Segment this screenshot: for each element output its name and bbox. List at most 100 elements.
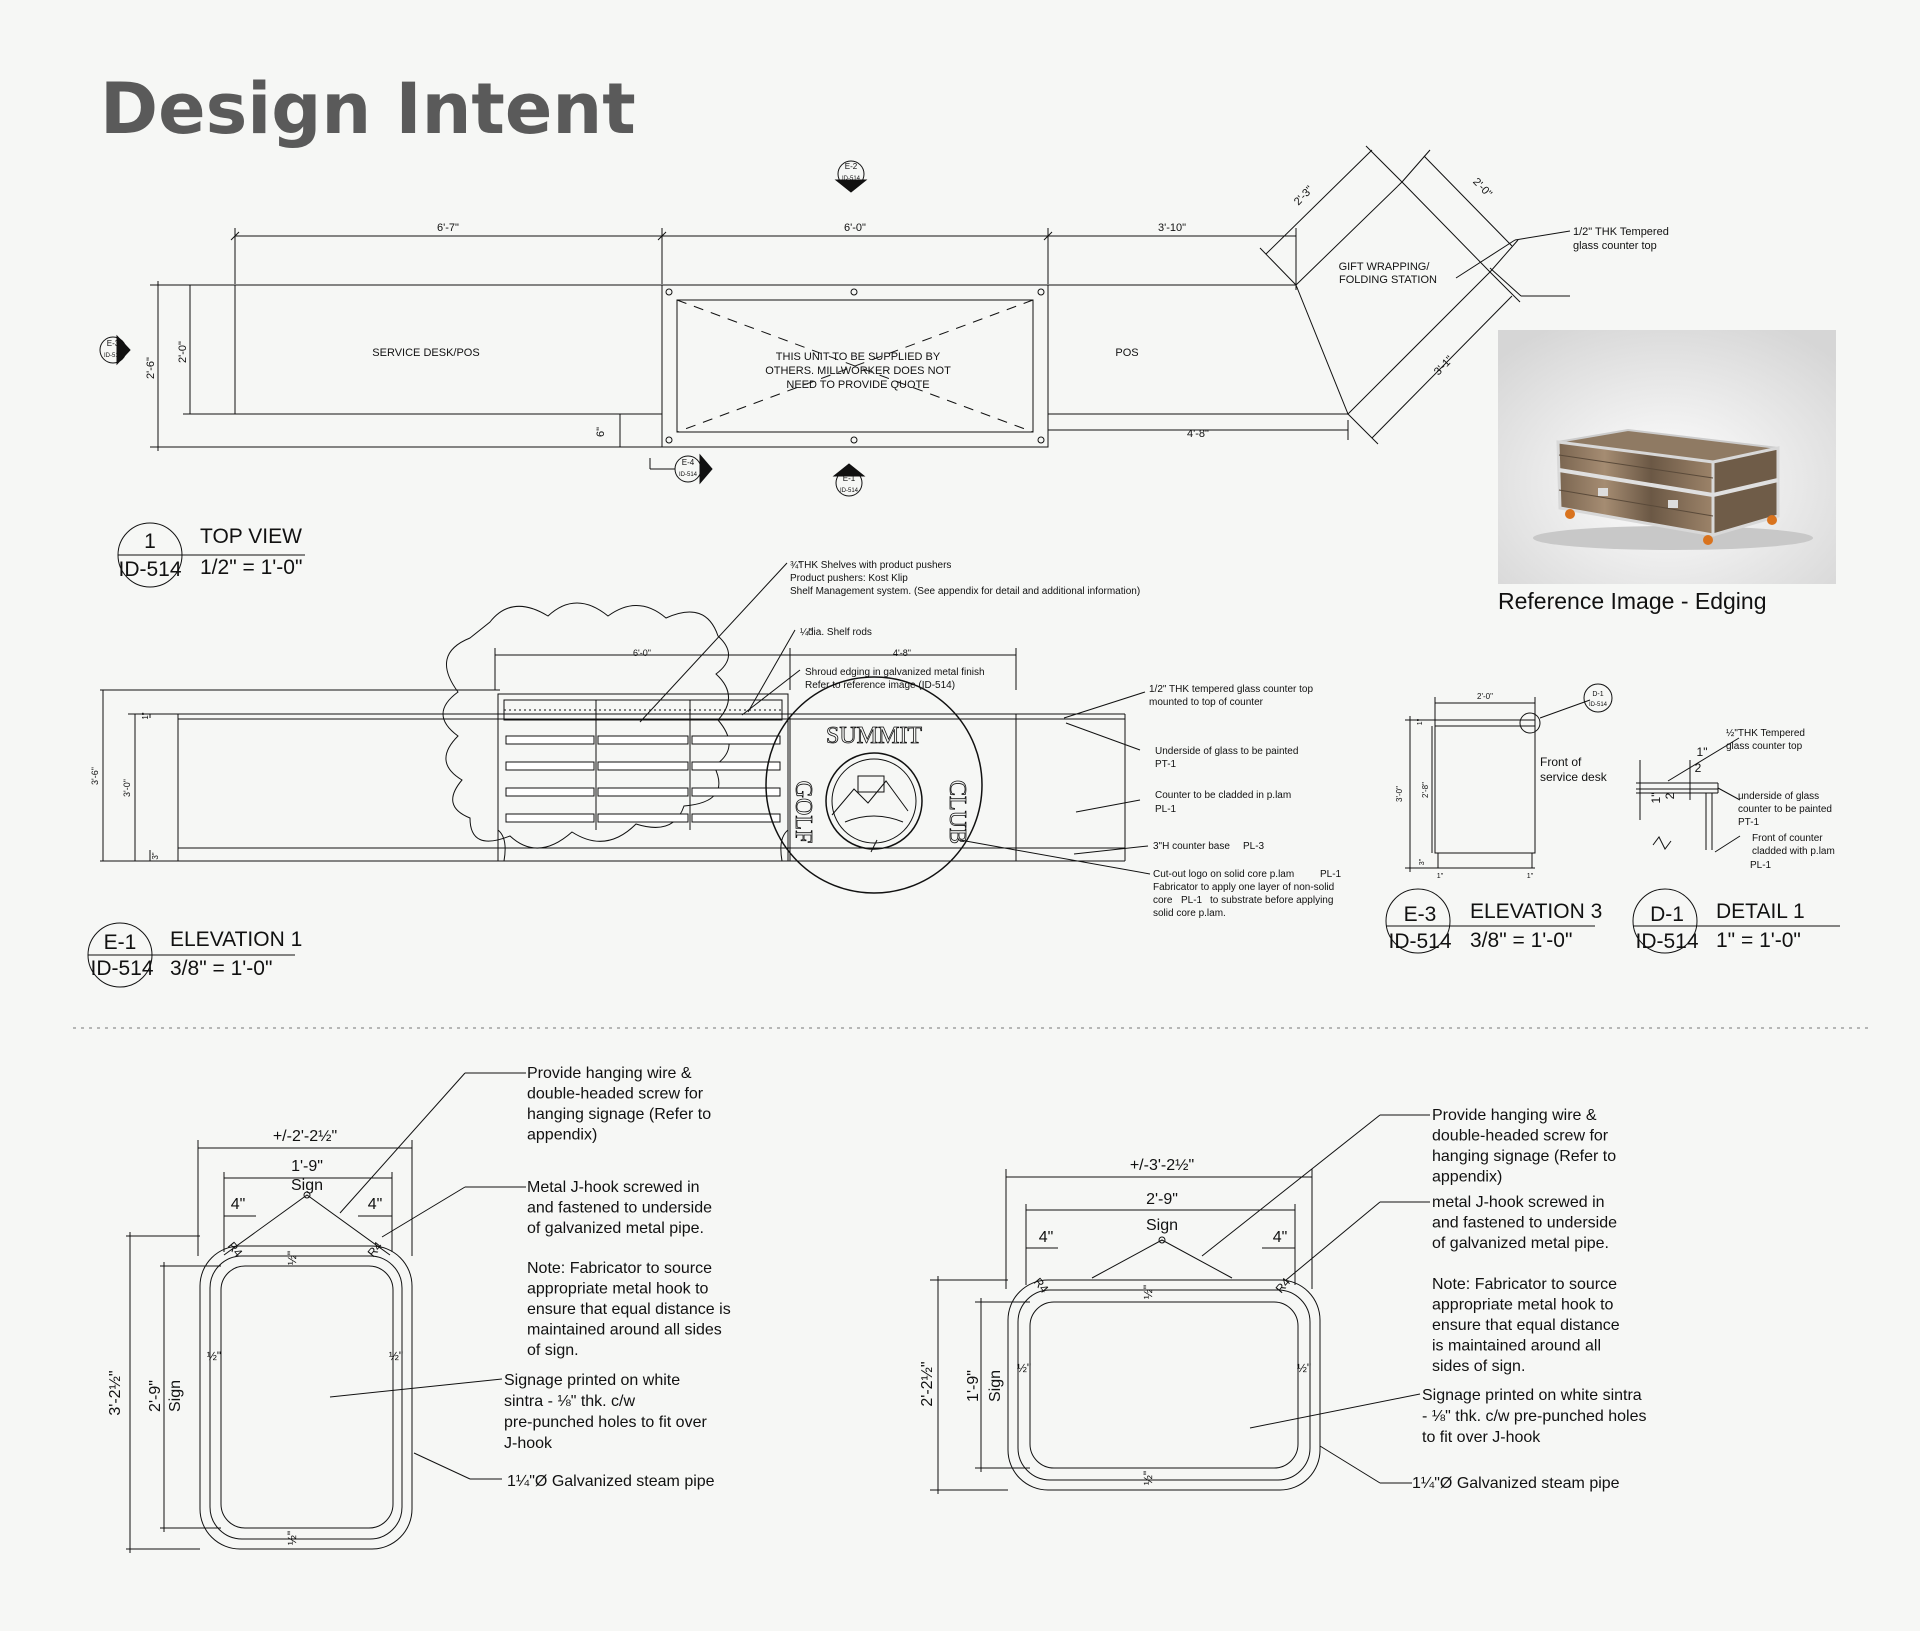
elev1-dim-w2: 4'-8" — [893, 648, 911, 658]
detail1-title: DETAIL 1 — [1716, 900, 1805, 923]
elev1-cut-4: solid core p.lam. — [1153, 908, 1226, 919]
sign-right-note-sintra-line: - ⅛" thk. c/w pre-punched holes — [1422, 1408, 1646, 1425]
detail1-dim-3: 1" — [1649, 793, 1663, 804]
elev1-dim-h3: 1" — [141, 712, 150, 719]
shelf — [505, 735, 595, 745]
top-view-title: TOP VIEW — [200, 525, 302, 548]
sign-right-note-wire-line: appendix) — [1432, 1169, 1502, 1186]
shelf — [691, 813, 781, 823]
dim-top-9: 4'-8" — [1187, 428, 1209, 440]
elev1-rods: dia. Shelf rods — [808, 627, 872, 638]
marker-e1: E-1 — [843, 474, 856, 483]
sign-right-note-sintra-line: to fit over J-hook — [1422, 1429, 1541, 1446]
sign-left-note-source-line: appropriate metal hook to — [527, 1281, 709, 1298]
sign-right-note-hook-line: metal J-hook screwed in — [1432, 1194, 1605, 1211]
sign-left-note-source-line: maintained around all sides — [527, 1322, 722, 1339]
shelf — [597, 813, 689, 823]
elev3-dim-h2: 2'-8" — [1421, 782, 1430, 798]
elev3-note-1: Front of — [1540, 755, 1582, 769]
elev1-shroud-2: Refer to reference image (ID-514) — [805, 680, 955, 691]
elev1-cut-tag: PL-1 — [1320, 869, 1342, 880]
elev1-dim-h2: 3'-0" — [122, 779, 132, 797]
top-view-callout-sheet: ID-514 — [118, 558, 181, 581]
sign-left-note-wire-line: hanging signage (Refer to — [527, 1106, 711, 1123]
top-view-callout-number: 1 — [144, 530, 156, 553]
dim-top-8: 6" — [595, 427, 607, 437]
sign-left-overall-w: +/-2'-2½" — [273, 1128, 337, 1145]
elev1-glass-2: mounted to top of counter — [1149, 697, 1264, 708]
elev3-callout-number: E-3 — [1404, 903, 1437, 926]
sign-left-gap-r: 4" — [368, 1196, 383, 1213]
elev1-base-tag: PL-3 — [1243, 841, 1265, 852]
dim-top-7: 2'-6" — [145, 357, 157, 379]
detail1-paint-1: underside of glass — [1738, 791, 1819, 802]
elev1-cut-1: Cut-out logo on solid core p.lam — [1153, 869, 1294, 880]
detail1-scale: 1" = 1'-0" — [1716, 929, 1801, 952]
shelf — [691, 787, 781, 797]
marker-d1-sheet: ID-514 — [1589, 702, 1608, 708]
sign-left-note-wire-line: appendix) — [527, 1127, 597, 1144]
sign-right-note-source-line: Note: Fabricator to source — [1432, 1276, 1617, 1293]
elev1-shelves-frac: ¾" — [790, 560, 802, 571]
elev1-cut-3b: to substrate before applying — [1210, 895, 1333, 906]
sign-left-note-sintra-line: sintra - ⅛" thk. c/w — [504, 1393, 635, 1410]
dim-top-10: 3'-1" — [1432, 354, 1456, 378]
sign-left-note-sintra-line: J-hook — [504, 1435, 553, 1452]
dim-top-3: 3'-10" — [1158, 222, 1186, 234]
elev3-note-2: service desk — [1540, 770, 1608, 784]
shelf — [691, 761, 781, 771]
sign-right-sign-label: Sign — [1146, 1217, 1178, 1234]
sign-right-note-sintra-line: Signage printed on white sintra — [1422, 1387, 1642, 1404]
sign-left-note-sintra-line: Signage printed on white — [504, 1372, 680, 1389]
sign-left-sign-label-v: Sign — [167, 1380, 184, 1412]
sign-right-gap-l: 4" — [1039, 1229, 1054, 1246]
unit-note-line-1: THIS UNIT TO BE SUPPLIED BY — [776, 351, 941, 363]
detail1-paint-tag: PT-1 — [1738, 817, 1760, 828]
sign-left-gap-l: 4" — [231, 1196, 246, 1213]
elev3-dim-h3: 1" — [1417, 718, 1424, 725]
detail1-callout-sheet: ID-514 — [1635, 930, 1698, 953]
elev1-glass-1: 1/2" THK tempered glass counter top — [1149, 684, 1313, 695]
sign-right-half-left: ½" — [1017, 1361, 1031, 1375]
elev3-dim-b2: 1" — [1527, 873, 1534, 880]
elev1-paint-tag: PT-1 — [1155, 759, 1177, 770]
label-gift-2: FOLDING STATION — [1339, 274, 1437, 286]
shelf — [505, 761, 595, 771]
detail-1-drawing — [1632, 737, 1840, 954]
sign-left-note-wire-line: double-headed screw for — [527, 1086, 704, 1103]
logo-club-text: CLUB — [944, 780, 970, 844]
sign-right-gap-r: 4" — [1273, 1229, 1288, 1246]
sign-right-overall-h: 2'-2½" — [919, 1361, 936, 1406]
sign-left-note-hook-line: Metal J-hook screwed in — [527, 1179, 700, 1196]
dim-top-6: 2'-0" — [177, 341, 189, 363]
elev1-clad-tag: PL-1 — [1155, 804, 1177, 815]
sign-right-note-wire-line: hanging signage (Refer to — [1432, 1148, 1616, 1165]
logo-summit-text: SUMMIT — [826, 723, 922, 749]
sign-left-pipe-note: 1¼"Ø Galvanized steam pipe — [507, 1473, 715, 1490]
elev1-callout-sheet: ID-514 — [90, 957, 153, 980]
sign-right-note-source-line: sides of sign. — [1432, 1358, 1525, 1375]
sign-left-note-wire-line: Provide hanging wire & — [527, 1065, 692, 1082]
sign-left-radius-r: R4 — [365, 1239, 386, 1260]
detail1-front-2: cladded with p.lam — [1752, 846, 1835, 857]
elev3-dim-b1: 1" — [1437, 873, 1444, 880]
sign-left-sign-w: 1'-9" — [291, 1158, 323, 1175]
sign-right-sign-w: 2'-9" — [1146, 1191, 1178, 1208]
top-view-plan — [99, 145, 1571, 588]
elev1-shroud-1: Shroud edging in galvanized metal finish — [805, 667, 985, 678]
shelf — [691, 735, 781, 745]
detail1-dim-1: 1" — [1697, 745, 1708, 759]
sign-left-half-right: ½" — [389, 1349, 403, 1363]
elev3-dim-w: 2'-0" — [1477, 692, 1493, 701]
sign-right-note-wire-line: double-headed screw for — [1432, 1128, 1609, 1145]
elev1-shelves-1: THK Shelves with product pushers — [798, 560, 951, 571]
elev1-paint-1: Underside of glass to be painted — [1155, 746, 1298, 757]
detail1-glass-2: glass counter top — [1726, 741, 1803, 752]
dim-top-1: 6'-7" — [437, 222, 459, 234]
sign-right-radius-l: R4 — [1031, 1275, 1052, 1296]
elev1-base-1: 3"H counter base — [1153, 841, 1230, 852]
dim-top-4: 2'-3" — [1292, 184, 1316, 208]
elev1-clad-1: Counter to be cladded in p.lam — [1155, 790, 1291, 801]
sign-right-note-source-line: ensure that equal distance — [1432, 1317, 1620, 1334]
